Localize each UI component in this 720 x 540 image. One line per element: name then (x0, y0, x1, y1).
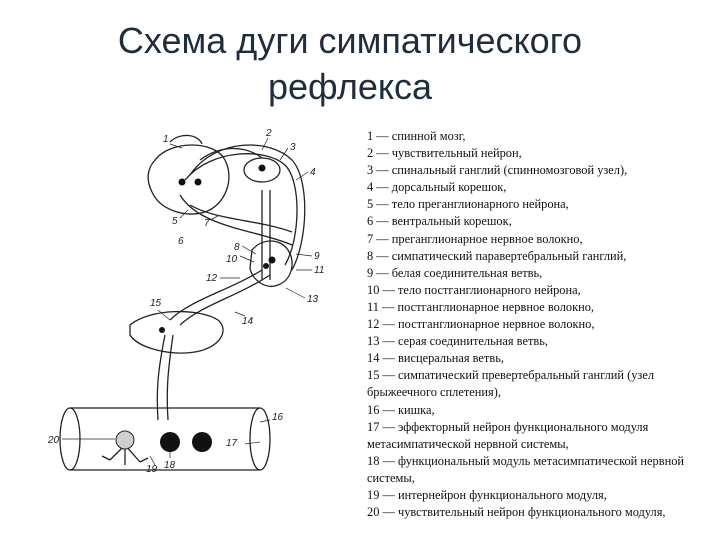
label-6: 6 (178, 236, 184, 247)
legend-item: 15 — симпатический превертебральный ганг… (367, 367, 712, 401)
label-13: 13 (307, 294, 319, 305)
legend-item: 11 — постганглионарное нервное волокно, (367, 299, 712, 316)
preganglionic-fiber (180, 195, 292, 245)
label-9: 9 (314, 251, 320, 262)
spinal-cord-outline (148, 145, 229, 214)
spinal-cord-top (170, 135, 202, 144)
interneuron-body (116, 431, 134, 449)
dorsal-neuron-body (195, 179, 202, 186)
legend-item: 20 — чувствительный нейрон функционально… (367, 504, 712, 521)
legend-item: 12 — постганглионарное нервное волокно, (367, 316, 712, 333)
legend-item: 16 — кишка, (367, 402, 712, 419)
legend-item: 14 — висцеральная ветвь, (367, 350, 712, 367)
legend-item: 9 — белая соединительная ветвь, (367, 265, 712, 282)
label-2: 2 (265, 128, 272, 139)
label-7: 7 (204, 218, 210, 229)
label-10: 10 (226, 254, 238, 265)
title-line-2: рефлекса (60, 64, 640, 110)
legend-list: 1 — спинной мозг, 2 — чувствительный ней… (367, 128, 712, 521)
legend-item: 18 — функциональный модуль метасимпатиче… (367, 453, 712, 487)
effector-neuron-body (192, 432, 212, 452)
legend-item: 19 — интернейрон функционального модуля, (367, 487, 712, 504)
label-17: 17 (226, 438, 238, 449)
label-18: 18 (164, 460, 176, 471)
legend-item: 13 — серая соединительная ветвь, (367, 333, 712, 350)
preganglionic-neuron-body (179, 179, 186, 186)
title-line-1: Схема дуги симпатического (60, 18, 640, 64)
label-11: 11 (314, 265, 324, 276)
metasympathetic-module-neuron (160, 432, 180, 452)
slide-title: Схема дуги симпатического рефлекса (60, 18, 640, 110)
legend-item: 3 — спинальный ганглий (спинномозговой у… (367, 162, 712, 179)
legend-item: 2 — чувствительный нейрон, (367, 145, 712, 162)
label-5: 5 (172, 216, 178, 227)
prevertebral-neuron-body (159, 327, 165, 333)
label-14: 14 (242, 316, 254, 327)
legend-item: 7 — преганглионарное нервное волокно, (367, 231, 712, 248)
postganglionic-neuron-body-2 (263, 263, 269, 269)
gut-right-end (250, 408, 270, 470)
legend-item: 4 — дорсальный корешок, (367, 179, 712, 196)
postganglionic-neuron-body (269, 257, 276, 264)
label-20: 20 (47, 435, 60, 446)
legend-item: 1 — спинной мозг, (367, 128, 712, 145)
legend-item: 5 — тело преганглионарного нейрона, (367, 196, 712, 213)
label-15: 15 (150, 298, 162, 309)
legend-item: 6 — вентральный корешок, (367, 213, 712, 230)
label-3: 3 (290, 142, 296, 153)
legend-item: 10 — тело постганглионарного нейрона, (367, 282, 712, 299)
label-8: 8 (234, 242, 240, 253)
visceral-branch-2 (180, 275, 270, 325)
sensory-neuron-body (259, 165, 266, 172)
postganglionic-fiber-2 (167, 335, 173, 420)
legend-item: 17 — эффекторный нейрон функционального … (367, 419, 712, 453)
legend-item: 8 — симпатический паравертебральный ганг… (367, 248, 712, 265)
sympathetic-reflex-arc-diagram: 1 2 3 4 5 6 7 8 9 10 11 12 13 14 15 16 1… (30, 120, 330, 480)
label-16: 16 (272, 412, 284, 423)
postganglionic-fiber-1 (157, 335, 165, 420)
label-1: 1 (163, 134, 169, 145)
label-12: 12 (206, 273, 218, 284)
prevertebral-ganglion (130, 312, 223, 353)
label-19: 19 (146, 464, 158, 475)
label-4: 4 (310, 167, 316, 178)
